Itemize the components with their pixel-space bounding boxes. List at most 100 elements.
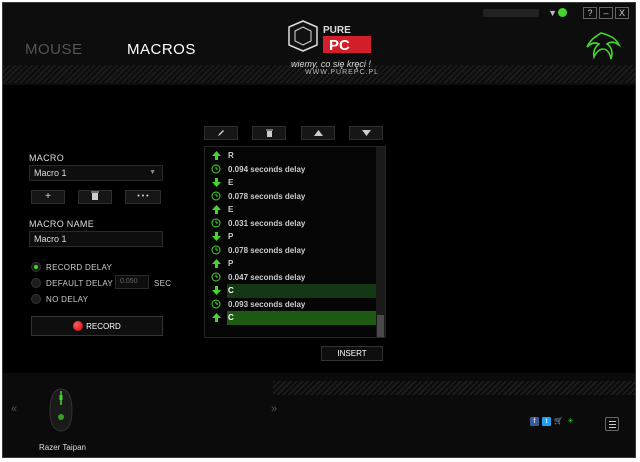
key-down-arrow-icon [205,232,227,242]
clock-icon [205,218,227,228]
event-row[interactable]: 0.078 seconds delay [205,244,377,258]
event-row[interactable]: 0.047 seconds delay [205,271,377,285]
tab-macros[interactable]: MACROS [127,41,196,58]
social-links: f t 🛒 ✳ [530,417,575,426]
default-delay-label: DEFAULT DELAY [46,279,114,288]
event-row-text: C [227,284,377,298]
event-row[interactable]: E [205,176,377,190]
next-device-arrow[interactable]: » [271,403,278,415]
event-row[interactable]: P [205,257,377,271]
macro-name-label: MACRO NAME [29,219,95,229]
purepc-watermark: PURE PC wiemy, co się kręci ! WWW.PUREPC… [283,19,378,77]
minimize-button[interactable]: – [599,7,613,19]
macro-select[interactable]: Macro 1 ▼ [29,165,163,181]
insert-button[interactable]: INSERT [321,346,383,361]
event-row-text: 0.047 seconds delay [228,272,306,282]
macro-label: MACRO [29,153,64,163]
more-options-button[interactable]: • • • [125,190,161,204]
event-row[interactable]: C [205,311,377,325]
header-pattern [3,65,635,83]
delay-unit-label: SEC [154,279,172,288]
event-row-text: C [227,311,377,325]
event-row-text: E [228,205,234,215]
no-delay-label: NO DELAY [46,295,89,304]
clock-icon [205,272,227,282]
key-up-arrow-icon [205,151,227,161]
default-delay-input[interactable]: 0.050 [115,275,149,289]
scrollbar-thumb[interactable] [377,315,384,337]
event-row[interactable]: P [205,230,377,244]
razer-logo-icon [586,32,621,60]
event-row[interactable]: E [205,203,377,217]
synapse-window: MOUSE MACROS ▼ ? – X PURE PC wiemy, co s… [2,2,636,458]
record-label: RECORD [86,321,121,331]
help-button[interactable]: ? [583,7,597,19]
pencil-icon [218,130,224,136]
event-row[interactable]: 0.078 seconds delay [205,190,377,204]
clock-icon [205,164,227,174]
key-up-arrow-icon [205,259,227,269]
purepc-logo-icon: PURE PC [288,20,371,54]
razer-small-icon[interactable]: ✳ [567,418,574,425]
event-row[interactable]: C [205,284,377,298]
svg-text:PURE: PURE [323,25,351,36]
close-button[interactable]: X [615,7,629,19]
twitter-icon[interactable]: t [542,417,551,426]
tab-mouse[interactable]: MOUSE [25,41,83,58]
dropdown-icon[interactable]: ▼ [548,8,557,18]
record-button[interactable]: RECORD [31,316,163,336]
event-row[interactable]: 0.093 seconds delay [205,298,377,312]
status-icon[interactable] [558,8,567,17]
delete-event-button[interactable] [252,126,286,140]
event-row-text: 0.078 seconds delay [228,191,306,201]
event-row-text: 0.094 seconds delay [228,164,306,174]
account-name[interactable] [483,9,539,17]
clock-icon [205,245,227,255]
event-row-text: 0.078 seconds delay [228,245,306,255]
event-row-text: P [228,259,234,269]
mouse-device-icon[interactable] [47,387,75,433]
edit-button[interactable] [204,126,238,140]
device-name: Razer Taipan [39,443,86,452]
key-up-arrow-icon [205,313,227,323]
record-icon [73,321,84,331]
svg-text:PC: PC [329,37,350,54]
list-scrollbar[interactable] [376,147,385,337]
event-row[interactable]: 0.094 seconds delay [205,163,377,177]
logo-url: WWW.PUREPC.PL [305,69,380,76]
add-macro-button[interactable]: + [31,190,65,204]
move-down-button[interactable] [349,126,383,140]
chevron-down-icon: ▼ [149,169,156,176]
event-row-text: R [228,151,234,161]
facebook-icon[interactable]: f [530,417,539,426]
delete-macro-button[interactable] [78,190,112,204]
event-row[interactable]: R [205,149,377,163]
record-delay-radio[interactable] [31,262,41,272]
trash-icon [91,191,99,200]
move-up-button[interactable] [301,126,335,140]
macro-name-input[interactable]: Macro 1 [29,231,163,247]
triangle-down-icon [361,130,371,136]
no-delay-radio[interactable] [31,294,41,304]
event-row-text: P [228,232,234,242]
clock-icon [205,191,227,201]
logo-tagline: wiemy, co się kręci ! [291,59,371,69]
event-row[interactable]: 0.031 seconds delay [205,217,377,231]
key-up-arrow-icon [205,205,227,215]
clock-icon [205,299,227,309]
footer-pattern [273,381,635,395]
macro-select-value: Macro 1 [34,168,67,178]
event-row-text: 0.031 seconds delay [228,218,306,228]
event-row-text: E [228,178,234,188]
key-down-arrow-icon [205,286,227,296]
default-delay-radio[interactable] [31,278,41,288]
record-delay-label: RECORD DELAY [46,263,113,272]
key-down-arrow-icon [205,178,227,188]
cart-icon[interactable]: 🛒 [554,418,563,425]
trash-icon [265,129,273,137]
event-row-text: 0.093 seconds delay [228,299,306,309]
triangle-up-icon [313,130,323,136]
menu-button[interactable] [605,417,619,431]
prev-device-arrow[interactable]: « [11,403,18,415]
